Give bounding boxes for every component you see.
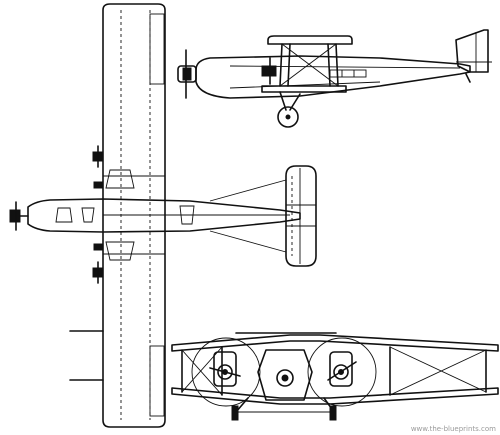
top-view-tail-brace <box>209 179 287 202</box>
top-view-engine-lower <box>92 243 104 284</box>
side-view-landing-gear <box>277 73 471 128</box>
side-view-tail-fin <box>455 29 489 73</box>
front-view-landing-gear <box>231 397 337 421</box>
top-view-nacelle-lower <box>105 241 135 261</box>
side-view-strut <box>279 43 283 87</box>
front-view-prop-disc-left <box>191 337 261 407</box>
top-view-nacelle-upper <box>105 169 135 189</box>
top-view-aileron-lower <box>149 345 165 417</box>
front-view-upper-wing <box>171 334 499 352</box>
top-view-cockpit-front <box>55 207 73 223</box>
top-view <box>9 3 317 428</box>
side-view-engine <box>177 49 277 99</box>
side-view-upper-wing <box>267 35 353 45</box>
side-view-strut <box>327 43 331 87</box>
top-view-aileron-upper <box>149 13 165 85</box>
front-view-prop-disc-right <box>307 337 377 407</box>
side-view-strut <box>287 43 291 87</box>
top-view-tailplane <box>285 165 317 267</box>
top-view-cockpit-rear <box>179 205 195 225</box>
top-view-tail-brace <box>209 230 287 253</box>
front-view-engine-left <box>209 351 241 387</box>
side-view-rear-engine <box>261 65 277 77</box>
side-view <box>177 29 492 128</box>
side-view-lower-wing <box>261 85 347 93</box>
side-view-wheel <box>277 106 299 128</box>
front-view <box>171 332 499 421</box>
top-view-fuselage <box>27 198 301 233</box>
top-view-wing <box>102 3 166 428</box>
side-view-windows <box>329 69 367 78</box>
front-view-lower-wing <box>171 387 499 405</box>
side-view-strut <box>335 43 339 87</box>
top-view-nose-gun <box>9 201 29 231</box>
side-view-tail-skid <box>465 73 471 83</box>
front-view-wheel-right <box>329 405 337 421</box>
top-view-cockpit-gunner <box>81 207 95 223</box>
front-view-engine-right <box>327 351 357 387</box>
top-view-engine-upper <box>92 145 104 189</box>
front-view-wheel-left <box>231 405 239 421</box>
watermark-text: www.the-blueprints.com <box>411 425 496 433</box>
front-view-fuselage <box>257 349 313 401</box>
front-view-nose-engine <box>276 369 294 387</box>
